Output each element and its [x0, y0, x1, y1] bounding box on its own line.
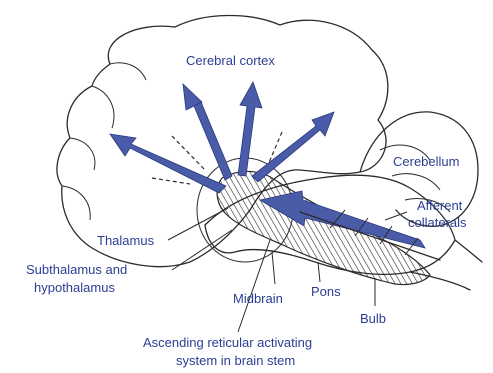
- cortex-fold: [110, 63, 146, 80]
- projection-dashed-line: [152, 178, 190, 184]
- caption-line-2: system in brain stem: [176, 353, 295, 368]
- arrow-left: [110, 134, 226, 193]
- label-collaterals: collaterals: [408, 215, 467, 230]
- leader-subthalamus: [172, 230, 232, 270]
- leader-pons: [318, 262, 320, 282]
- cerebellum-fold: [392, 174, 440, 190]
- label-cerebral-cortex: Cerebral cortex: [186, 53, 275, 68]
- cortex-fold: [70, 138, 95, 170]
- caption-line-1: Ascending reticular activating: [143, 335, 312, 350]
- arrow-up: [238, 82, 262, 176]
- arrow-right: [252, 112, 334, 182]
- brainstem-tail: [455, 240, 482, 262]
- leader-midbrain: [272, 252, 275, 284]
- reticular-system-hatch: [217, 171, 430, 284]
- leader-thalamus: [168, 208, 228, 240]
- label-bulb: Bulb: [360, 311, 386, 326]
- label-cerebellum: Cerebellum: [393, 154, 459, 169]
- label-hypothalamus: hypothalamus: [34, 280, 115, 295]
- label-subthalamus: Subthalamus and: [26, 262, 127, 277]
- leader-caption: [238, 240, 270, 332]
- label-pons: Pons: [311, 284, 341, 299]
- arrow-upper-left: [183, 84, 232, 180]
- leader-afferent: [385, 212, 407, 220]
- label-thalamus: Thalamus: [97, 233, 155, 248]
- label-midbrain: Midbrain: [233, 291, 283, 306]
- label-afferent: Afferent: [417, 198, 463, 213]
- cortex-fold: [92, 86, 114, 128]
